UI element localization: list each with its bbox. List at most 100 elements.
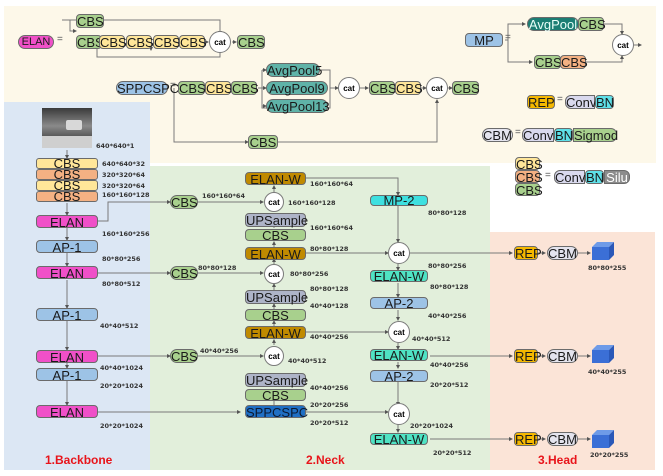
equals-sign: = [515,127,521,138]
avgpool9-block: AvgPool9 [266,81,328,95]
stem-cbs-2: CBS [36,168,98,181]
neck-ap2-2-dim: 20*20*512 [430,381,469,389]
head-cbm-3: CBM [547,432,578,447]
equals-sign: = [170,80,176,91]
neck-cat-1: cat [264,192,284,212]
stem-dim-3: 320*320*64 [102,182,145,190]
head-output-cube-3 [592,430,614,448]
neck-elanw-2-dim: 80*80*128 [310,245,349,253]
equals-sign: = [557,94,563,105]
neck-upsample-2-dim: 80*80*128 [310,285,349,293]
mp-cat-node: cat [612,34,634,56]
spp-cat-node-2: cat [426,77,448,99]
legend-cbm-label: CBM [482,128,513,143]
spp-shortcut-cbs: CBS [248,135,278,150]
head-output-cube-2 [592,345,614,363]
neck-elanw-5-dim: 40*40*256 [430,361,469,369]
neck-elanw-3-dim: 40*40*256 [310,333,349,341]
neck-cat-5: cat [388,321,410,343]
mp-bottom-cbs-2: CBS [560,55,588,70]
backbone-elan-4: ELAN [36,405,98,419]
spp-mid-cbs-1: CBS [369,81,397,96]
neck-elanw-4-dim: 80*80*128 [430,283,469,291]
head-cbm-2: CBM [547,349,578,364]
spp-pre-cbs-3: CBS [231,81,259,96]
neck-lateral-dim-3: 40*40*256 [200,347,239,355]
neck-elanw-6: ELAN-W [370,433,428,446]
rep-conv-part: Conv [565,95,597,110]
avgpool5-block: AvgPool5 [266,63,323,78]
neck-elanw-5: ELAN-W [370,349,428,362]
legend-cbs-orange: CBS [515,170,543,185]
head-dim-1: 80*80*255 [588,264,627,272]
neck-elanw-4: ELAN-W [370,270,428,283]
cbs-conv-part: Conv [554,170,586,185]
equals-sign: = [57,34,63,45]
backbone-dim-elan-3: 40*40*1024 [100,364,143,372]
neck-cat-6: cat [388,403,410,425]
input-image-thumbnail [42,108,92,148]
neck-panel [150,166,490,470]
neck-elanw-3: ELAN-W [245,326,306,340]
cbm-sigmoid-part: Sigmod [573,128,619,143]
backbone-dim-elan-1: 160*160*256 [102,230,150,238]
elan-main-cbs-3: CBS [126,35,154,50]
mp-top-cbs: CBS [578,17,606,32]
neck-cbs-3: CBS [245,389,306,402]
spp-pre-cbs-1: CBS [178,81,206,96]
legend-rep-label: REP [527,95,555,110]
input-dim-label: 640*640*1 [96,142,135,150]
neck-lateral-cbs-3: CBS [170,349,198,364]
elan-main-cbs-2: CBS [99,35,127,50]
neck-elanw-1-dim: 160*160*64 [310,180,353,188]
backbone-dim-ap1-3: 20*20*1024 [100,382,143,390]
avgpool13-block: AvgPool13 [266,99,330,114]
rep-bn-part: BN [595,95,615,110]
equals-sign: = [505,32,511,43]
cbs-silu-part: Silu [604,170,630,184]
neck-cat-3-dim: 40*40*512 [288,357,327,365]
neck-cat-5-dim: 40*40*512 [412,335,451,343]
neck-elanw-1: ELAN-W [245,172,306,186]
backbone-dim-elan-2: 80*80*512 [102,280,141,288]
neck-cat-3: cat [264,346,284,366]
head-cbm-1: CBM [547,246,578,261]
neck-mp2: MP-2 [370,194,428,207]
head-output-cube-1 [592,242,614,260]
neck-upsample-3: UPSample [245,373,309,388]
neck-ap2-2: AP-2 [370,370,428,383]
spp-out-cbs: CBS [452,81,480,96]
backbone-ap1-2: AP-1 [36,308,98,322]
neck-lateral-cbs-1: CBS [170,195,198,210]
neck-elanw-2: ELAN-W [245,247,306,261]
backbone-dim-ap1-1: 80*80*256 [102,255,141,263]
spp-cat-node-1: cat [338,77,360,99]
spp-pre-cbs-2: CBS [205,81,233,96]
neck-lateral-dim-2: 80*80*128 [198,264,237,272]
stem-cbs-1: CBS [36,157,98,170]
legend-elan-label: ELAN [18,35,54,49]
head-dim-3: 20*20*255 [590,451,629,459]
backbone-ap1-1: AP-1 [36,240,98,254]
neck-cat-4: cat [388,242,410,264]
neck-title: 2.Neck [306,453,345,467]
neck-mp2-dim: 80*80*128 [428,209,467,217]
equals-sign: = [545,170,551,181]
neck-lateral-cbs-2: CBS [170,266,198,281]
stem-cbs-4: CBS [36,190,98,203]
elan-branch-cbs: CBS [76,14,104,29]
neck-cbs-1: CBS [245,229,306,242]
spp-mid-cbs-2: CBS [395,81,423,96]
neck-upsample-1-dim: 160*160*64 [310,224,353,232]
legend-cbs-yellow: CBS [515,157,543,172]
neck-ap2-1: AP-2 [370,297,428,310]
neck-cat-2-dim: 80*80*256 [290,270,329,278]
neck-sppcspc-dim: 20*20*512 [310,419,349,427]
neck-cat-2: cat [264,264,284,284]
head-dim-2: 40*40*255 [588,368,627,376]
head-title: 3.Head [538,453,578,467]
stem-dim-1: 640*640*32 [102,160,145,168]
neck-cat-4-dim: 80*80*256 [428,262,467,270]
head-rep-2: REP [514,349,542,364]
